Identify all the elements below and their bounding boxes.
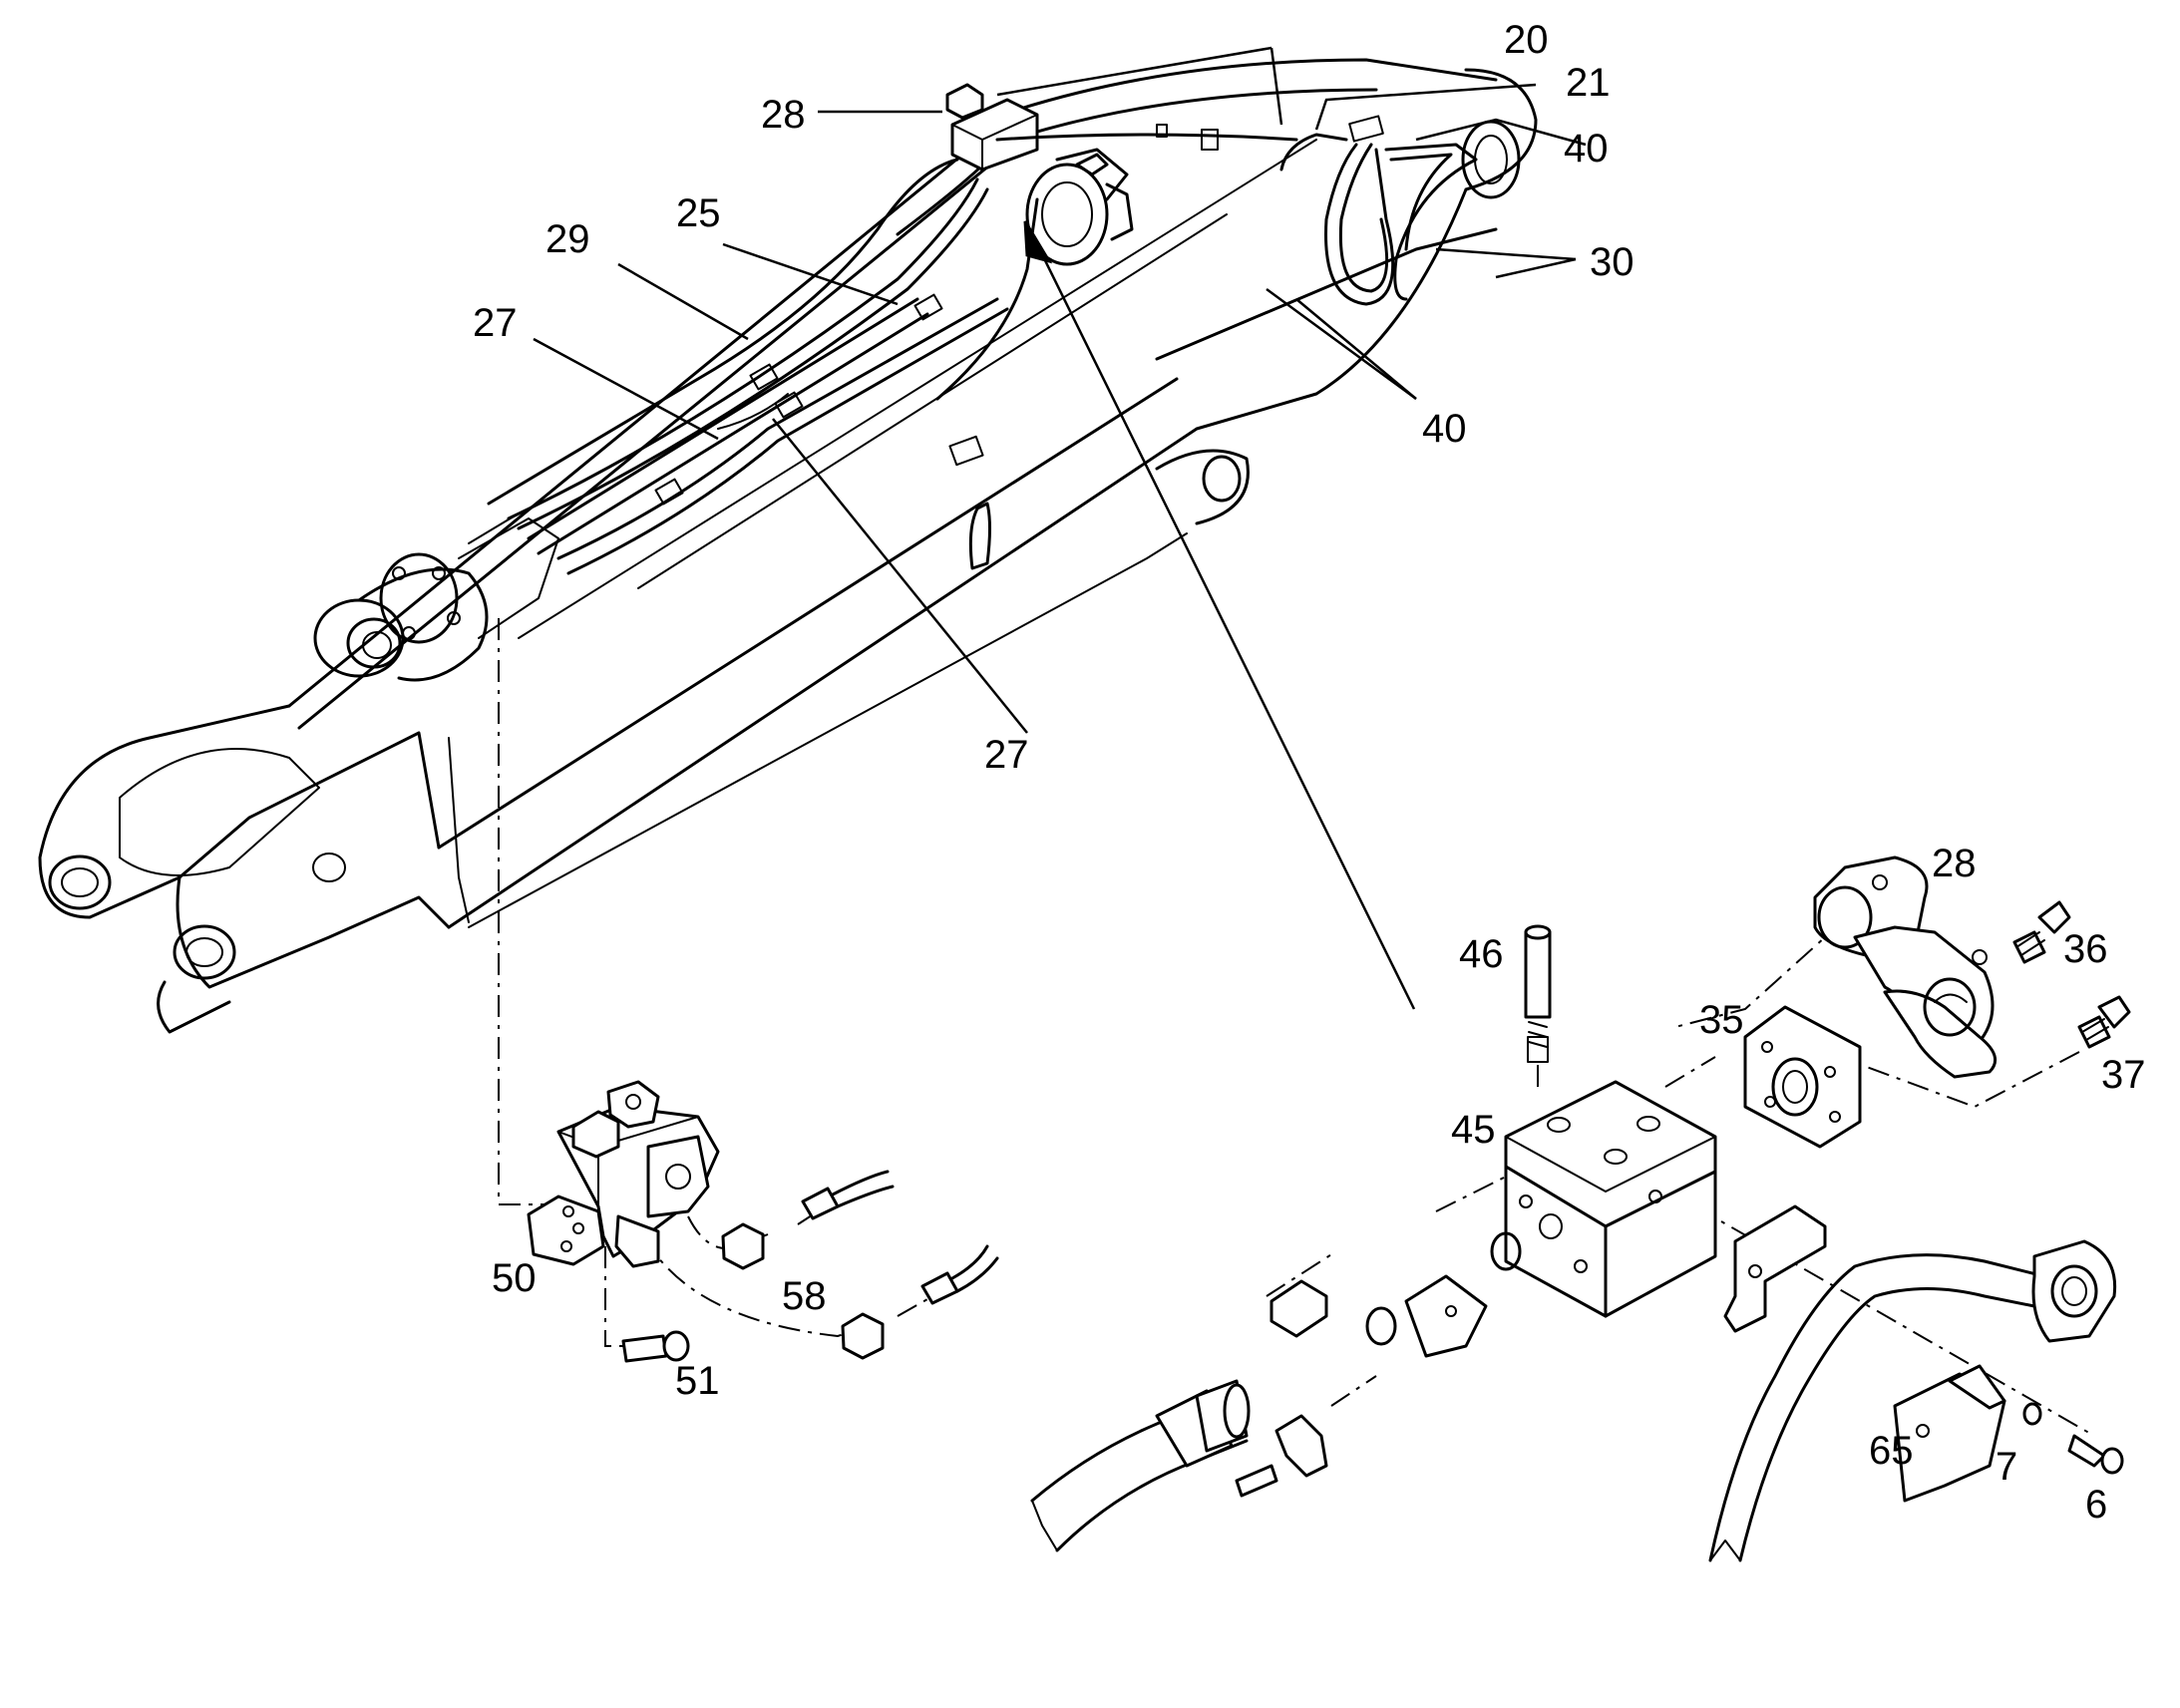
hose-fitting-assembly	[1030, 1231, 1522, 1552]
callout-6: 6	[2085, 1483, 2108, 1527]
boom-arm	[38, 58, 1538, 1034]
callout-65: 65	[1869, 1429, 1914, 1473]
callout-50: 50	[492, 1256, 537, 1300]
callout-46: 46	[1459, 932, 1504, 976]
callout-27-top: 27	[473, 301, 518, 345]
callout-35: 35	[1699, 998, 1744, 1042]
manifold-block-45	[1504, 1080, 1717, 1318]
callout-40-top: 40	[1564, 127, 1609, 171]
callout-58: 58	[782, 1274, 827, 1318]
callout-leaders	[533, 46, 1587, 734]
callout-21: 21	[1566, 61, 1611, 105]
callout-30: 30	[1590, 240, 1635, 284]
bolt-46	[1524, 924, 1552, 1092]
callout-51: 51	[675, 1359, 720, 1403]
callout-7: 7	[1996, 1445, 2018, 1489]
hydraulic-cylinder	[313, 512, 559, 682]
bracket-plates	[1723, 1204, 2006, 1503]
flange-28	[1813, 855, 1998, 1079]
valve-assembly-50	[527, 1080, 999, 1363]
callout-20: 20	[1504, 18, 1549, 62]
callout-25: 25	[676, 191, 721, 235]
callout-36: 36	[2063, 927, 2108, 971]
screws-36-37	[2012, 900, 2131, 1049]
callout-28-top: 28	[761, 93, 806, 137]
callout-28-right: 28	[1932, 842, 1977, 885]
callout-40-middle: 40	[1422, 407, 1467, 451]
flange-plate-35	[1743, 1005, 1862, 1149]
callout-37: 37	[2101, 1053, 2146, 1097]
washer-screw-6-7	[2022, 1402, 2124, 1475]
boom-hoses	[487, 148, 1039, 575]
pipe-assembly	[1708, 1239, 2117, 1562]
callout-27-bottom: 27	[984, 733, 1029, 777]
top-block-and-pin	[945, 83, 1478, 306]
callout-45: 45	[1451, 1108, 1496, 1152]
callout-29: 29	[545, 217, 590, 261]
direction-arrow	[1023, 220, 1416, 1010]
